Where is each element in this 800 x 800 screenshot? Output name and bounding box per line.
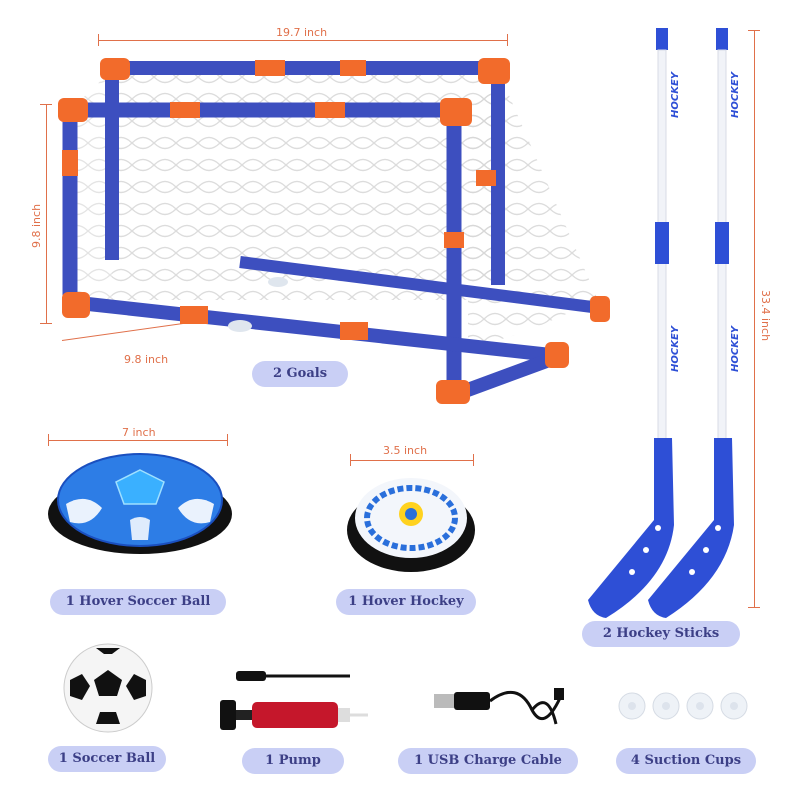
- soccer-ball-tick-left: [48, 434, 49, 446]
- goal-width-label: 19.7 inch: [276, 26, 328, 39]
- suction-cup-icon: [618, 692, 748, 720]
- usb-cable-label: 1 USB Charge Cable: [398, 748, 578, 774]
- soccer-ball-icon: [63, 643, 153, 733]
- stick-text-right-upper: HOCKEY: [730, 71, 741, 118]
- soccer-ball-width-line: [48, 440, 228, 441]
- stick-text-left-upper: HOCKEY: [670, 71, 681, 118]
- hockey-stick-icon: [588, 28, 734, 618]
- stick-length-label: 33.4 inch: [759, 290, 772, 342]
- goal-width-tick-right: [507, 34, 508, 46]
- hockey-puck-width-line: [350, 460, 474, 461]
- soccer-ball-width-label: 7 inch: [122, 426, 156, 439]
- pump-icon: [220, 671, 368, 730]
- hover-soccer-ball-icon: [48, 453, 232, 554]
- hockey-puck-tick-right: [473, 454, 474, 466]
- suction-cups-label: 4 Suction Cups: [616, 748, 756, 774]
- goal-height-tick-bottom: [40, 323, 52, 324]
- hockey-sticks-label: 2 Hockey Sticks: [582, 621, 740, 647]
- soccer-ball-label: 1 Soccer Ball: [48, 746, 166, 772]
- goal-width-line: [98, 40, 508, 41]
- stick-text-right-lower: HOCKEY: [730, 325, 741, 372]
- stick-length-tick-top: [748, 30, 760, 31]
- usb-cable-icon: [434, 688, 564, 725]
- hover-soccer-ball-label: 1 Hover Soccer Ball: [50, 589, 226, 615]
- goal-height-tick-top: [40, 104, 52, 105]
- goal-height-line: [46, 104, 47, 324]
- goal-depth-label: 9.8 inch: [124, 353, 169, 366]
- hockey-puck-tick-left: [350, 454, 351, 466]
- hover-hockey-puck-icon: [347, 478, 475, 572]
- goal-net-icon: [58, 58, 610, 404]
- stick-text-left-lower: HOCKEY: [670, 325, 681, 372]
- goals-label: 2 Goals: [252, 361, 348, 387]
- stick-length-tick-bottom: [748, 607, 760, 608]
- pump-label: 1 Pump: [242, 748, 344, 774]
- goal-width-tick-left: [98, 34, 99, 46]
- hockey-puck-width-label: 3.5 inch: [383, 444, 428, 457]
- stick-length-line: [754, 30, 755, 608]
- soccer-ball-tick-right: [227, 434, 228, 446]
- hover-hockey-label: 1 Hover Hockey: [336, 589, 476, 615]
